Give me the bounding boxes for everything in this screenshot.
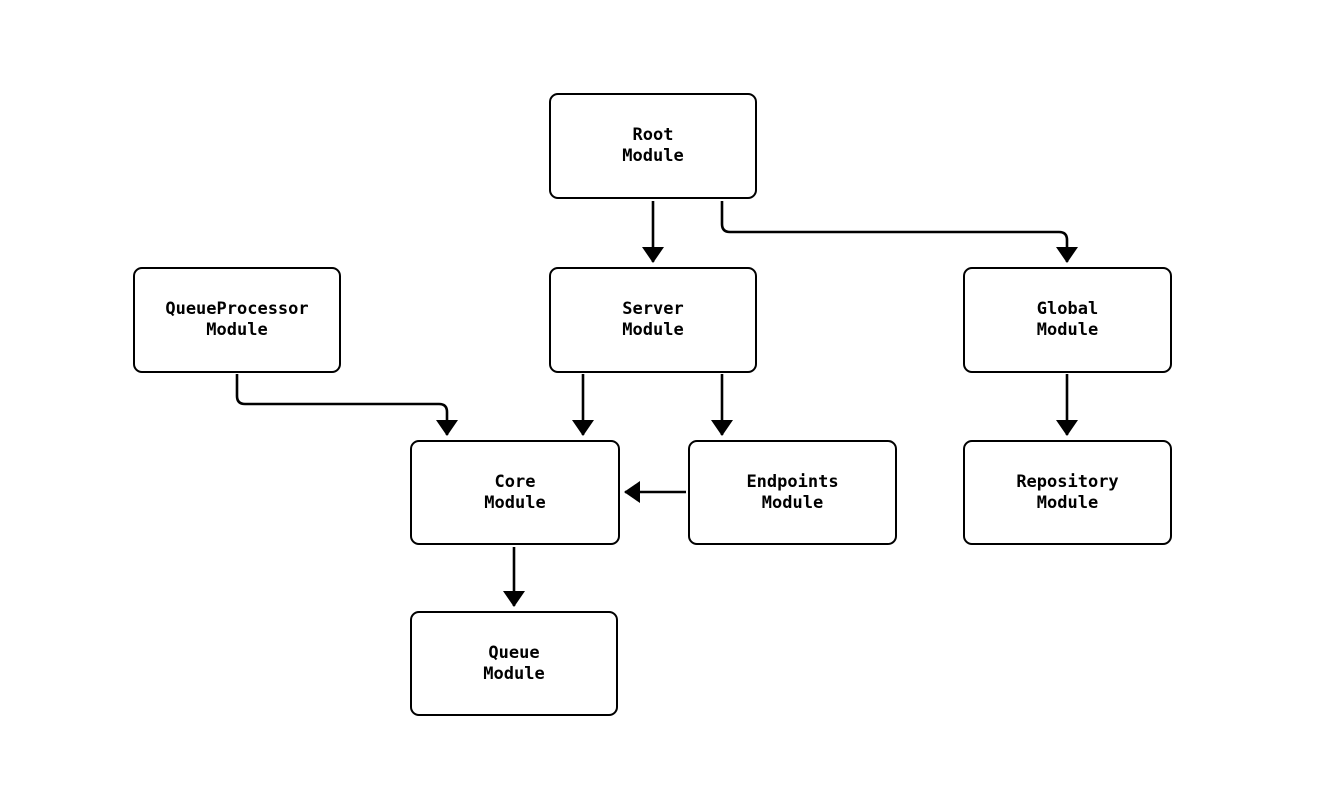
node-server-module: Server Module bbox=[549, 267, 757, 373]
node-server-module-label-line2: Module bbox=[622, 320, 684, 340]
node-server-module-label-line1: Server bbox=[622, 299, 684, 319]
node-repository-module-label-line2: Module bbox=[1036, 492, 1099, 513]
node-queue-module-label-line1: Queue bbox=[488, 642, 540, 663]
node-root-module-label-line1: Root bbox=[632, 125, 674, 145]
edge-queueprocessor-to-core-arrow bbox=[235, 374, 458, 436]
node-global-module: Global Module bbox=[963, 267, 1172, 373]
node-endpoints-module: Endpoints Module bbox=[688, 440, 897, 545]
node-queueprocessor-module: QueueProcessor Module bbox=[133, 267, 341, 373]
node-queueprocessor-module-label-line2: Module bbox=[206, 320, 268, 340]
node-repository-module-label-line1: Repository bbox=[1016, 471, 1119, 492]
node-core-module-label-line2: Module bbox=[484, 492, 546, 513]
node-root-module-label-line2: Module bbox=[622, 146, 684, 166]
node-endpoints-module-label-line2: Module bbox=[761, 492, 824, 513]
node-global-module-label-line1: Global bbox=[1036, 299, 1099, 319]
node-root-module: Root Module bbox=[549, 93, 757, 199]
node-queue-module-label-line2: Module bbox=[483, 663, 545, 684]
node-endpoints-module-label-line1: Endpoints bbox=[746, 471, 839, 492]
node-global-module-label-line2: Module bbox=[1036, 320, 1099, 340]
node-core-module-label-line1: Core bbox=[494, 471, 536, 492]
node-repository-module: Repository Module bbox=[963, 440, 1172, 545]
node-queue-module: Queue Module bbox=[410, 611, 618, 716]
edge-root-to-global-arrow bbox=[720, 201, 1078, 263]
node-queueprocessor-module-label-line1: QueueProcessor bbox=[165, 299, 309, 319]
node-core-module: Core Module bbox=[410, 440, 620, 545]
